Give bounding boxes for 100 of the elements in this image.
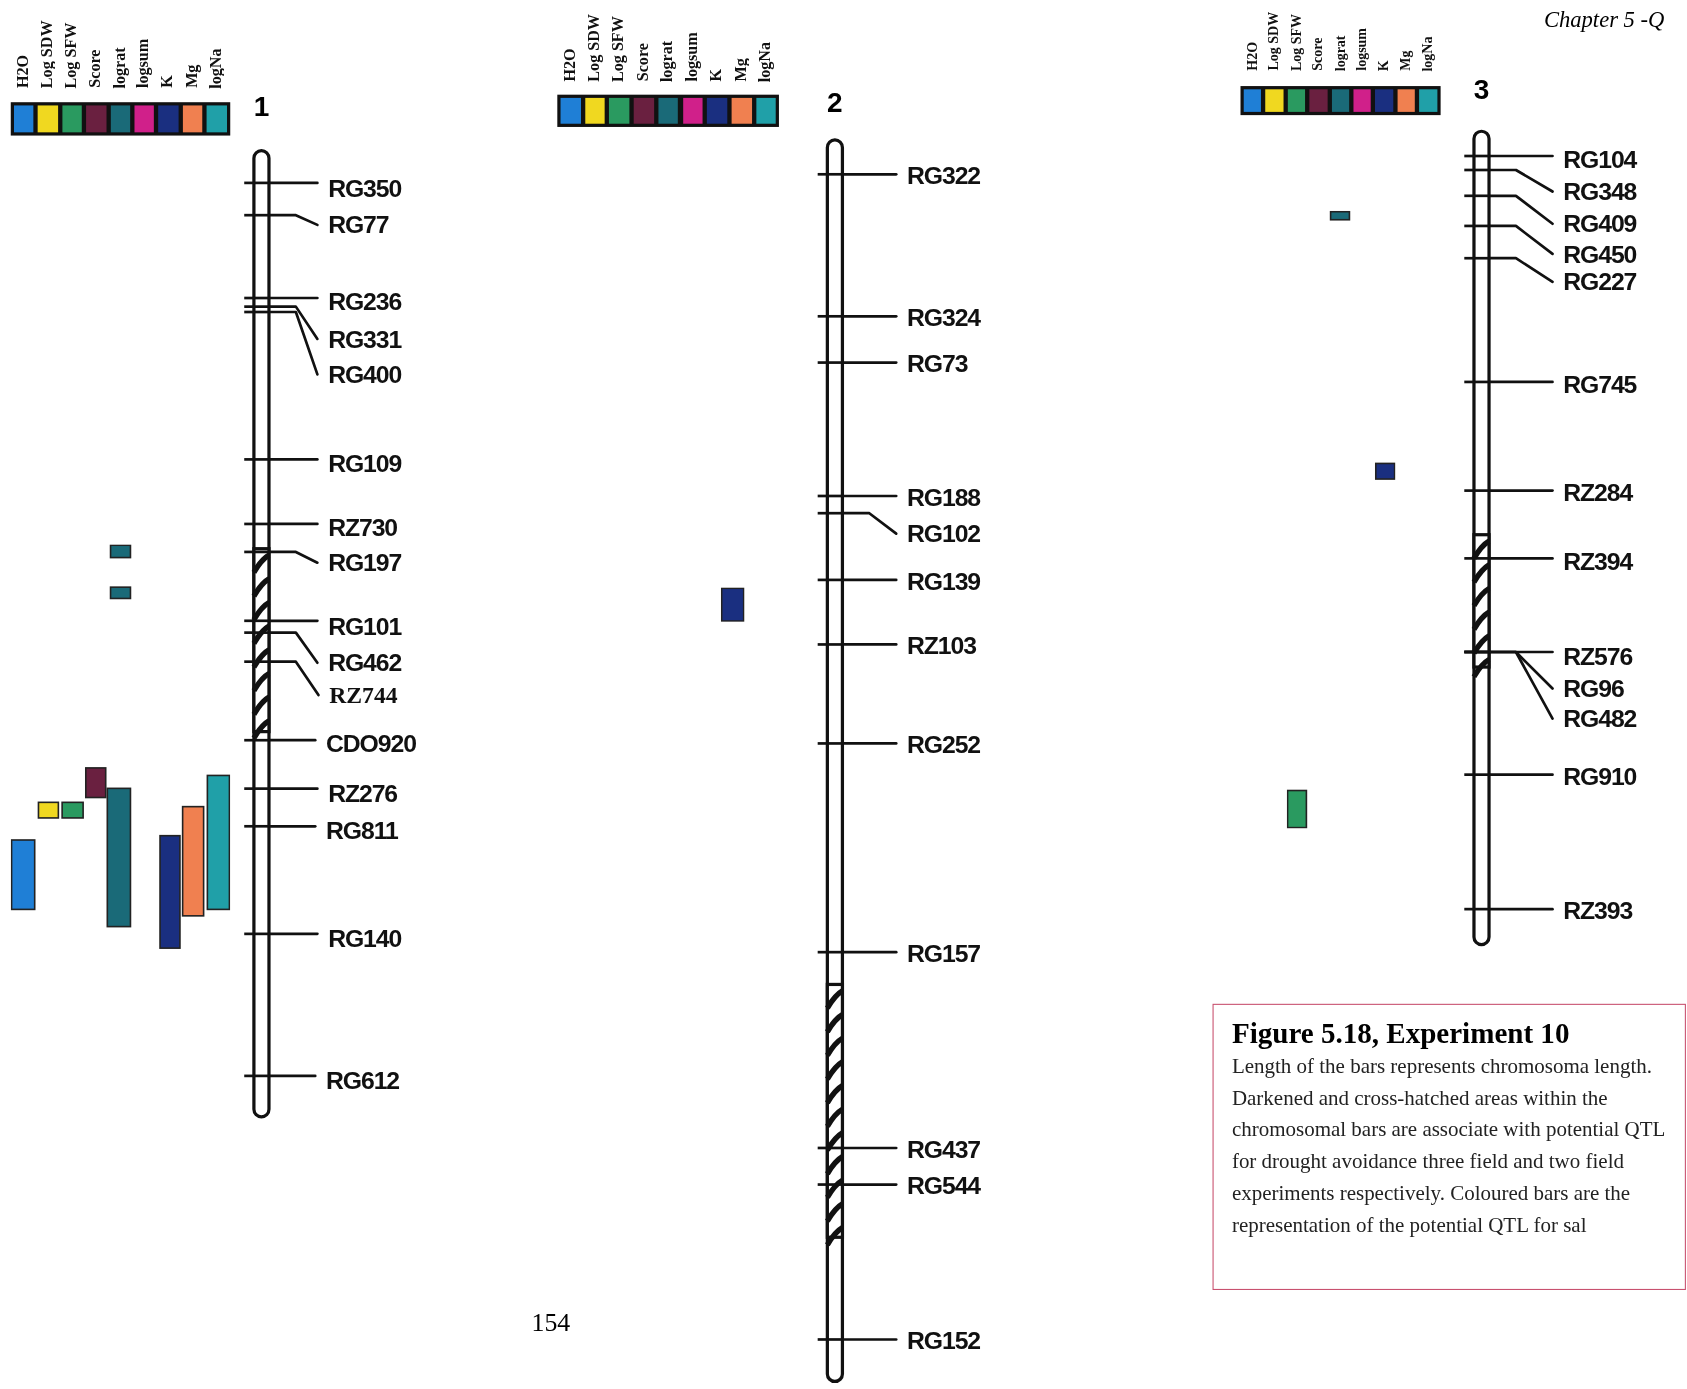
marker-label: CDO920 <box>326 730 416 757</box>
marker-label: RG104 <box>1563 146 1637 173</box>
leader-line <box>268 824 317 828</box>
leader-line <box>268 522 319 526</box>
leader-line <box>268 631 319 665</box>
leader-line <box>268 305 319 341</box>
marker-label: RG331 <box>328 326 402 352</box>
marker-label: RG482 <box>1563 705 1637 732</box>
leader-line <box>842 742 898 745</box>
legend-label: Log SDW <box>1266 12 1281 71</box>
page-number: 154 <box>531 1308 571 1338</box>
marker-label: RG140 <box>328 925 402 952</box>
leader-line <box>268 787 319 790</box>
legend-label: Log SFW <box>63 22 80 89</box>
leader-line <box>1488 907 1554 911</box>
marker-label: RZ103 <box>907 632 976 659</box>
leader-line <box>268 458 319 461</box>
running-header: Chapter 5 -Q <box>1543 6 1665 34</box>
leader-line <box>1488 489 1554 492</box>
marker-label: RG324 <box>907 304 980 331</box>
marker-label: RZ394 <box>1563 548 1633 575</box>
leader-line <box>1488 557 1554 560</box>
legend-label: logsum <box>135 38 152 89</box>
legend-label: logNa <box>757 41 774 82</box>
leader-line <box>842 1183 898 1186</box>
leader-line <box>842 578 898 582</box>
marker-label: RG152 <box>907 1327 980 1354</box>
legend-label: Score <box>1310 37 1325 71</box>
marker-label: RG322 <box>907 162 980 189</box>
leader-line <box>842 172 898 176</box>
marker-label: RG227 <box>1563 268 1637 295</box>
marker-label: RG252 <box>907 731 980 758</box>
marker-label: RG450 <box>1563 241 1637 267</box>
leader-line <box>268 310 319 376</box>
legend-label: logNa <box>207 47 224 89</box>
legend-label: Mg <box>1398 50 1413 71</box>
leader-line <box>1488 256 1554 284</box>
marker-label: RZ393 <box>1563 897 1633 924</box>
leader-line <box>842 643 898 646</box>
chromosome-number: 1 <box>252 92 271 121</box>
marker-label: RG811 <box>326 817 398 844</box>
legend-label: H2O <box>1244 42 1259 71</box>
legend-label: logNa <box>1420 36 1435 71</box>
marker-label: RG348 <box>1563 178 1637 205</box>
marker-label: RG96 <box>1563 675 1624 702</box>
marker-label: RG77 <box>328 211 389 238</box>
leader-line <box>268 738 317 742</box>
legend-label: lograt <box>111 47 128 89</box>
marker-label: RG109 <box>328 450 402 477</box>
leader-line <box>268 1074 317 1078</box>
leader-line <box>268 213 319 227</box>
chromosome-number: 3 <box>1472 75 1491 104</box>
legend-label: lograt <box>1332 35 1347 71</box>
marker-label: RG101 <box>328 613 402 640</box>
caption-title: Figure 5.18, Experiment 10 <box>1231 1015 1571 1051</box>
marker-label: RZ730 <box>328 514 398 541</box>
leader-line <box>842 314 898 318</box>
legend-label: Log SDW <box>39 20 56 89</box>
leader-line <box>268 181 319 185</box>
legend-label: Log SFW <box>610 15 627 82</box>
leader-line <box>842 511 898 535</box>
leader-line <box>268 932 319 936</box>
leader-line <box>1488 168 1554 193</box>
legend-label: logsum <box>1354 28 1369 71</box>
marker-label: RG400 <box>328 361 402 388</box>
leader-line <box>268 550 319 565</box>
marker-label: RZ276 <box>328 780 398 806</box>
legend-label: K <box>159 75 176 89</box>
legend-label: H2O <box>15 55 32 89</box>
legend-label: Score <box>634 43 651 82</box>
legend-label: H2O <box>561 48 578 82</box>
marker-label: RG409 <box>1563 210 1637 237</box>
leader-line <box>1488 154 1554 158</box>
legend-label: K <box>1376 60 1391 71</box>
leader-line <box>842 1146 898 1150</box>
leader-line <box>1488 773 1554 776</box>
leader-line <box>1488 650 1554 721</box>
leader-line <box>268 296 319 300</box>
legend-label: Mg <box>732 58 749 82</box>
marker-label: RZ744 <box>329 682 398 708</box>
marker-label: RG462 <box>328 649 402 676</box>
legend-label: lograt <box>659 40 676 82</box>
legend-label: Score <box>87 50 104 89</box>
leader-line <box>1488 224 1554 256</box>
leader-line <box>1488 194 1554 226</box>
leader-line <box>842 950 898 954</box>
marker-label: RG102 <box>907 520 980 547</box>
legend-label: Log SDW <box>586 14 603 82</box>
legend-label: logsum <box>683 32 700 82</box>
caption-text: Length of the bars represents chromosoma length. Darkened and cross-hatched areas within the chromosomal bars are associate with potential QTL for drought avoidance three field and two field experiments respectively. Coloured bars are the representation of the potential QTL for sal <box>1231 1053 1666 1239</box>
marker-label: RG197 <box>328 549 402 576</box>
marker-label: RG437 <box>907 1136 980 1162</box>
marker-label: RG157 <box>907 940 980 967</box>
marker-label: RG73 <box>907 350 968 377</box>
leader-line <box>1488 380 1554 384</box>
chromosome-number: 2 <box>826 88 844 117</box>
marker-label: RG612 <box>326 1067 399 1094</box>
leader-line <box>842 361 898 364</box>
marker-label: RG139 <box>907 568 980 594</box>
marker-label: RG236 <box>328 288 402 315</box>
